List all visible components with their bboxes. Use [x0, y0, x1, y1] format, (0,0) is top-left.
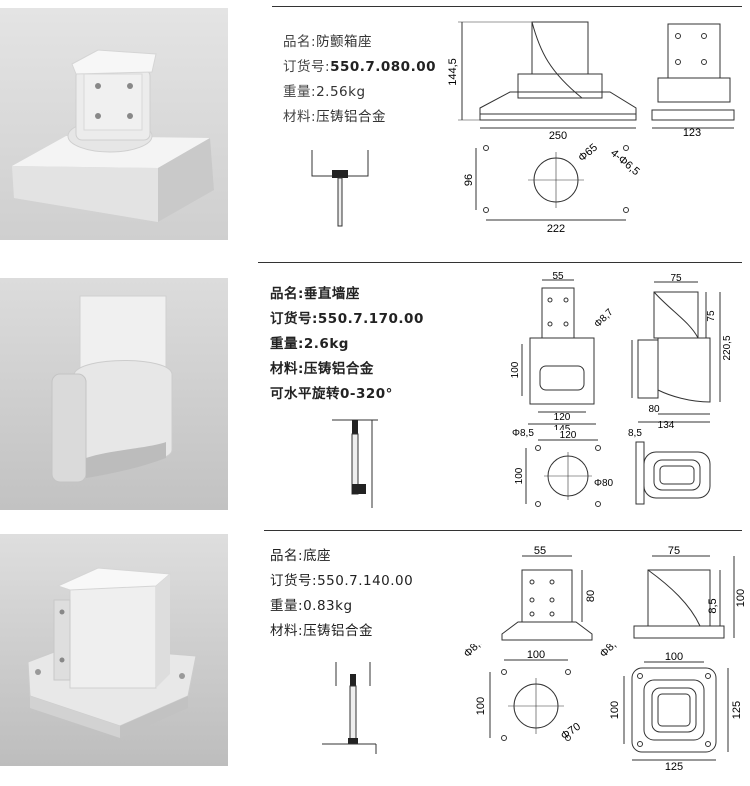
rotation-note: 可水平旋转0-320° [270, 386, 393, 402]
dim-w120: 120 [554, 412, 571, 423]
order-number: 550.7.170.00 [317, 311, 424, 327]
mounting-sketch-1 [311, 150, 369, 227]
dim-top-w: 55 [552, 271, 564, 282]
order-number: 550.7.080.00 [330, 59, 436, 75]
dim-side-w134: 134 [658, 420, 675, 430]
dim-side-h3: 125 [630, 361, 631, 378]
product-name: 防颤箱座 [316, 34, 373, 50]
order-label: 订货号: [283, 59, 331, 75]
weight-value: 2.56kg [316, 84, 366, 100]
dim-side-h2: 100 [735, 589, 747, 607]
dim-h100: 100 [510, 361, 521, 378]
material-label: 材料: [270, 361, 304, 377]
drawing-side-view-3: 75 8,5 100 [633, 546, 747, 639]
product-section-2: 品名:垂直墙座 订货号:550.7.170.00 重量:2.6kg 材料:压铸铝… [0, 262, 750, 530]
name-label: 品名: [270, 548, 304, 564]
drawing-top-view-1: 96 222 Φ65 4-Φ6,5 [463, 142, 642, 235]
mounting-sketch-3 [322, 662, 377, 754]
section-2-top-rule [258, 262, 742, 263]
dim-bot-w120: 120 [560, 430, 577, 441]
dim-bolt-holes: 4-Φ6,5 [608, 147, 642, 178]
drawing-side-view-2: 75 75 220,5 125 80 134 [630, 273, 733, 430]
dim-bot-h100: 100 [514, 467, 525, 484]
product-photo-1 [0, 8, 228, 240]
order-label: 订货号: [270, 573, 318, 589]
dim-r-h100: 100 [609, 701, 621, 719]
dim-hole-y: 96 [463, 174, 475, 186]
dim-r-w125: 125 [665, 761, 683, 770]
dim-side-top: 75 [668, 546, 680, 557]
order-number: 550.7.140.00 [317, 573, 414, 589]
dim-side-h2: 220,5 [722, 335, 733, 360]
weight-label: 重量: [270, 598, 304, 614]
dim-bot-h100: 100 [475, 697, 487, 715]
spec-block-1: 品名:防颤箱座 订货号:550.7.080.00 重量:2.56kg 材料:压铸… [283, 30, 436, 130]
material-value: 压铸铝合金 [303, 361, 374, 377]
order-label: 订货号: [270, 311, 318, 327]
dim-r-h125: 125 [731, 701, 743, 719]
dim-r-hole: Φ8,7 [600, 644, 623, 660]
dim-bot-dia: Φ80 [594, 478, 614, 489]
dim-hole-x: 222 [547, 223, 565, 235]
section-1-top-rule [272, 6, 742, 7]
drawing-side-view-1: 123 [651, 23, 735, 139]
dim-r-w100: 100 [665, 651, 683, 663]
material-label: 材料: [283, 109, 317, 125]
spec-block-3: 品名:底座 订货号:550.7.140.00 重量:0.83kg 材料:压铸铝合… [270, 544, 413, 644]
product-section-3: 品名:底座 订货号:550.7.140.00 重量:0.83kg 材料:压铸铝合… [0, 530, 750, 786]
dim-bot-dia: Φ70 [559, 721, 583, 743]
weight-label: 重量: [283, 84, 317, 100]
drawing-bottom-view-2: 120 Φ8,5 100 Φ80 [512, 428, 614, 507]
material-label: 材料: [270, 623, 304, 639]
name-label: 品名: [270, 286, 304, 302]
dim-length: 250 [549, 130, 567, 140]
product-section-1: 品名:防颤箱座 订货号:550.7.080.00 重量:2.56kg 材料:压铸… [0, 0, 750, 262]
dim-top-w: 55 [534, 546, 546, 557]
dim-hole: Φ8,7 [592, 307, 616, 331]
drawing-front-view-2: 55 Φ8,7 100 120 145 [510, 271, 616, 430]
name-label: 品名: [283, 34, 317, 50]
dim-height: 144,5 [447, 58, 459, 86]
spec-block-2: 品名:垂直墙座 订货号:550.7.170.00 重量:2.6kg 材料:压铸铝… [270, 282, 424, 407]
dim-bot-hole: Φ8,5 [464, 644, 487, 660]
vertical-wall-mount-image [51, 295, 173, 483]
product-photo-2 [0, 278, 228, 510]
dim-side-offset: 8,5 [628, 428, 642, 439]
material-value: 压铸铝合金 [316, 109, 387, 125]
drawing-bottom-view-3: Φ8,5 100 100 Φ70 [464, 644, 583, 743]
dim-side-h1: 8,5 [707, 598, 719, 613]
product-name: 底座 [303, 548, 332, 564]
base-image [27, 567, 197, 738]
dim-bot-w100: 100 [527, 649, 545, 661]
dim-side-top: 75 [670, 273, 682, 284]
drawing-front-view-3: 55 80 [501, 546, 597, 641]
dim-side-h1: 75 [706, 310, 717, 322]
weight-value: 2.6kg [303, 336, 349, 352]
dim-hole-dia: Φ65 [576, 142, 600, 165]
dim-width: 123 [683, 127, 701, 139]
vibration-box-base-image [12, 49, 214, 222]
weight-value: 0.83kg [303, 598, 353, 614]
dim-bot-hole: Φ8,5 [512, 428, 534, 439]
weight-label: 重量: [270, 336, 304, 352]
product-name: 垂直墙座 [303, 286, 360, 302]
drawing-front-view-1: 144,5 250 [447, 21, 637, 140]
section-3-top-rule [264, 530, 742, 531]
dim-side-w80: 80 [648, 404, 660, 415]
dim-h80: 80 [585, 590, 597, 602]
drawing-right-view-3: Φ8,7 100 100 125 125 [600, 644, 743, 770]
product-photo-3 [0, 534, 228, 766]
dim-w145: 145 [554, 424, 571, 430]
drawing-side-small-2: 8,5 [628, 428, 711, 505]
mounting-sketch-2 [332, 419, 378, 508]
material-value: 压铸铝合金 [303, 623, 374, 639]
